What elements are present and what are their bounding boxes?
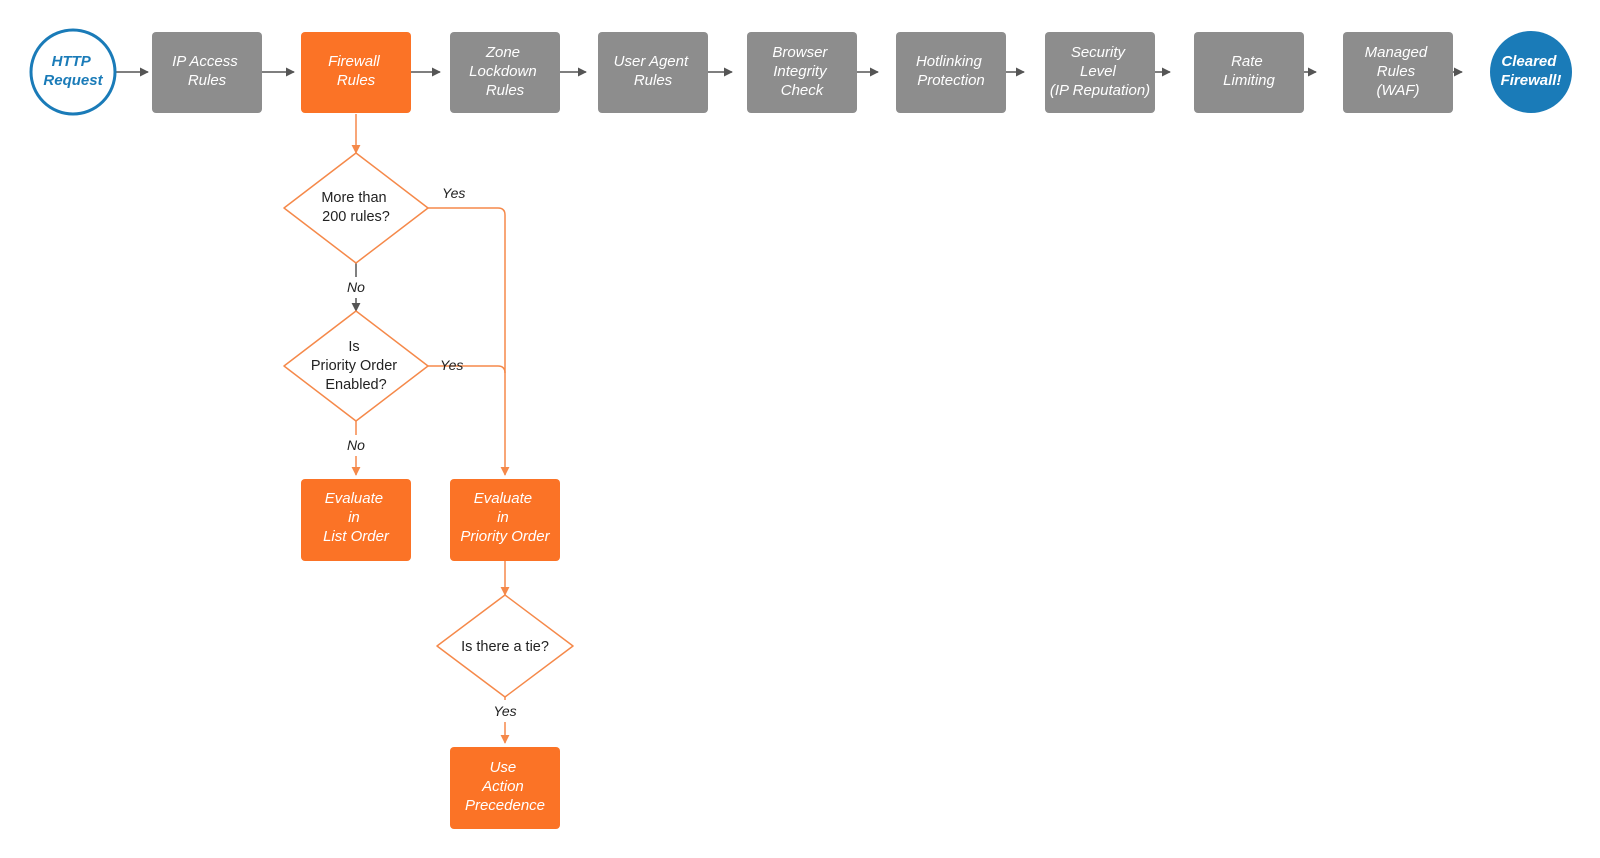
firewall-node: Firewall Rules — [301, 32, 411, 113]
svg-text:Cleared Firewall!: Cleared Firewall! — [1501, 53, 1562, 89]
decision-priority-order: Is Priority Order Enabled? — [283, 310, 429, 422]
eval-priority-order-node: Evaluate in Priority Order — [450, 479, 560, 561]
svg-text:Evaluate in Priori: Evaluate in Priority Order — [460, 490, 550, 545]
branch-connectors — [351, 114, 510, 744]
svg-text:IP Access Rules: IP Access Rules — [172, 53, 242, 89]
end-node: Cleared Firewall! — [1490, 31, 1572, 113]
svg-text:Security Level (IP: Security Level (IP Reputation) — [1050, 44, 1150, 99]
edge-decision-200-yes — [428, 207, 510, 476]
ip-access-node: IP Access Rules — [152, 32, 262, 113]
zone-lockdown-node: Zone Lockdown Rules — [450, 32, 560, 113]
edge-decision-priority-yes — [428, 365, 506, 374]
svg-text:Hotlinking Protection: Hotlinking Protection — [916, 53, 986, 89]
security-level-node: Security Level (IP Reputation) — [1045, 32, 1155, 113]
svg-text:HTTP Request: HTTP Request — [43, 53, 103, 89]
hotlinking-node: Hotlinking Protection — [896, 32, 1006, 113]
eval-list-order-node: Evaluate in List Order — [301, 479, 411, 561]
svg-text:More than 200 rules?: More than 200 rules? — [321, 190, 390, 225]
decision-200-rules: More than 200 rules? — [283, 152, 429, 264]
svg-text:Browser Integrity: Browser Integrity Check — [772, 44, 831, 99]
managed-rules-node: Managed Rules (WAF) — [1343, 32, 1453, 113]
start-node: HTTP Request — [29, 28, 117, 116]
label-no-200: No — [347, 279, 365, 295]
label-yes-200: Yes — [442, 185, 465, 201]
label-no-priority: No — [347, 437, 365, 453]
svg-text:Use Action Precede: Use Action Precedence — [465, 759, 545, 814]
user-agent-node: User Agent Rules — [598, 32, 708, 113]
svg-text:Rate Limiting: Rate Limiting — [1223, 53, 1275, 89]
svg-text:Evaluate in List O: Evaluate in List Order — [323, 490, 390, 545]
svg-text:Is there a tie?: Is there a tie? — [461, 639, 549, 655]
svg-text:User Agent Rules: User Agent Rules — [614, 53, 693, 89]
label-yes-priority: Yes — [440, 357, 463, 373]
svg-text:Zone Lockdown Rule: Zone Lockdown Rules — [469, 44, 541, 99]
rate-limiting-node: Rate Limiting — [1194, 32, 1304, 113]
label-yes-tie: Yes — [493, 703, 516, 719]
svg-text:Is Priority Order: Is Priority Order Enabled? — [311, 339, 401, 393]
action-precedence-node: Use Action Precedence — [450, 747, 560, 829]
svg-text:Managed Rules (WAF: Managed Rules (WAF) — [1365, 44, 1432, 99]
decision-tie: Is there a tie? — [436, 594, 574, 698]
svg-text:Firewall Rules: Firewall Rules — [328, 53, 384, 89]
browser-integrity-node: Browser Integrity Check — [747, 32, 857, 113]
